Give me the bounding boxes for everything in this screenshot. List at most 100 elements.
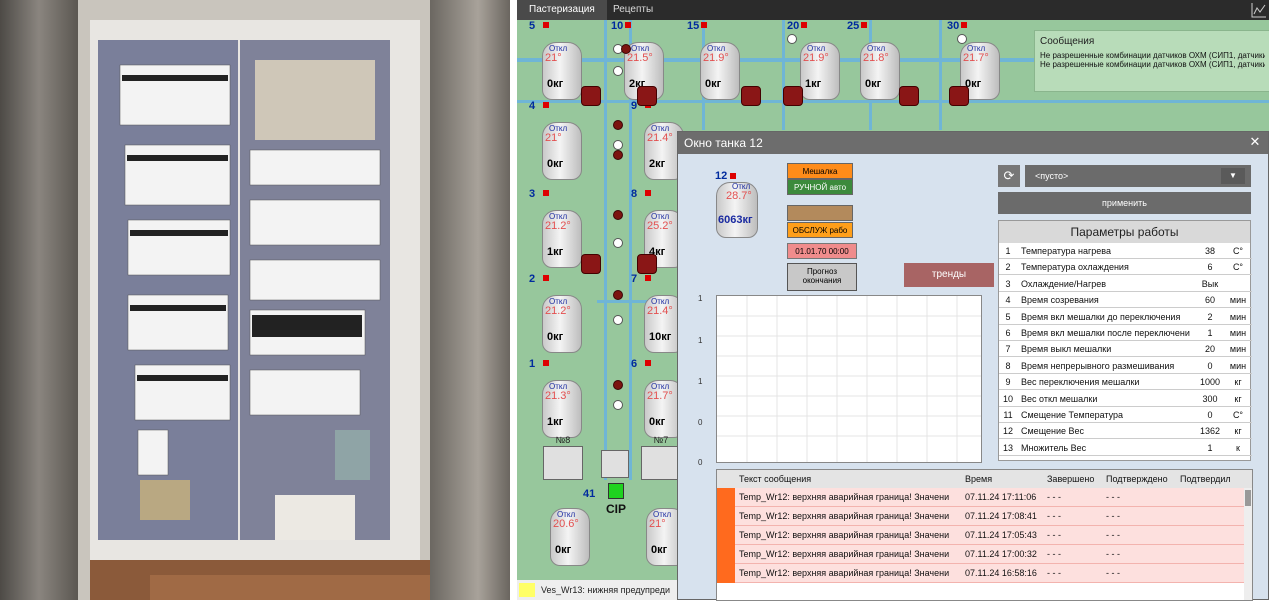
recipe-select[interactable]: <пусто> ▼ <box>1025 165 1251 187</box>
apply-button[interactable]: применить <box>998 192 1251 214</box>
close-icon[interactable]: ✕ <box>1249 134 1261 149</box>
pump[interactable] <box>637 254 657 274</box>
alarm-row[interactable]: Temp_Wr12: верхняя аварийная граница! Зн… <box>717 507 1252 526</box>
parameter-value[interactable]: 6 <box>1207 262 1213 273</box>
alarm-row[interactable]: Temp_Wr12: верхняя аварийная граница! Зн… <box>717 488 1252 507</box>
cip-indicator[interactable] <box>608 483 624 499</box>
pump[interactable] <box>899 86 919 106</box>
alarm-table: Текст сообщения Время Завершено Подтверж… <box>716 469 1253 601</box>
valve[interactable] <box>613 140 623 150</box>
pump[interactable] <box>741 86 761 106</box>
message-line: Не разрешенные комбинации датчиков ОХМ (… <box>1040 60 1265 69</box>
valve[interactable] <box>613 150 623 160</box>
parameter-number: 2 <box>1005 262 1011 273</box>
valve[interactable] <box>613 238 623 248</box>
parameter-number: 1 <box>1005 246 1011 256</box>
valve[interactable] <box>613 210 623 220</box>
alarm-acknowledged: - - - <box>1106 492 1120 502</box>
alarm-acknowledged: - - - <box>1106 530 1120 540</box>
valve[interactable] <box>613 120 623 130</box>
status-button[interactable] <box>787 205 853 221</box>
bottom-status-message[interactable]: Ves_Wr13: нижняя предупреди <box>517 580 677 600</box>
alarm-header: Текст сообщения Время Завершено Подтверж… <box>717 470 1252 488</box>
alarm-flag-icon <box>717 507 735 526</box>
station-8[interactable]: №8 <box>543 435 583 480</box>
pump[interactable] <box>581 254 601 274</box>
parameter-value[interactable]: Вык <box>1201 278 1219 289</box>
pump[interactable] <box>783 86 803 106</box>
trends-button[interactable]: тренды <box>904 263 994 287</box>
parameter-value[interactable]: 300 <box>1202 393 1218 404</box>
scrollbar[interactable] <box>1244 488 1252 600</box>
tab-recipes[interactable]: Рецепты <box>613 4 654 15</box>
parameter-value[interactable]: 1 <box>1207 442 1213 453</box>
refresh-icon[interactable]: ⟳ <box>998 165 1020 187</box>
column-header[interactable]: Подтвердил <box>1180 474 1231 484</box>
alarm-row[interactable]: Temp_Wr12: верхняя аварийная граница! Зн… <box>717 564 1252 583</box>
mixer-button[interactable]: Мешалка <box>787 163 853 179</box>
alarm-completed: - - - <box>1047 549 1061 559</box>
valve[interactable] <box>613 290 623 300</box>
column-header[interactable]: Подтверждено <box>1106 474 1168 484</box>
parameter-unit: мин <box>1229 360 1247 371</box>
column-header[interactable]: Время <box>965 474 993 484</box>
valve[interactable] <box>613 315 623 325</box>
parameter-value[interactable]: 38 <box>1204 246 1215 256</box>
valve[interactable] <box>621 44 631 54</box>
parameter-unit: к <box>1236 442 1240 453</box>
station-middle[interactable] <box>601 450 629 478</box>
datetime-field[interactable]: 01.01.70 00:00 <box>787 243 857 259</box>
parameter-value[interactable]: 2 <box>1207 311 1213 322</box>
alarm-row[interactable]: Temp_Wr12: верхняя аварийная граница! Зн… <box>717 545 1252 564</box>
parameter-value[interactable]: 20 <box>1204 344 1215 355</box>
pump[interactable] <box>581 86 601 106</box>
valve[interactable] <box>613 66 623 76</box>
alarm-completed: - - - <box>1047 568 1061 578</box>
parameter-value[interactable]: 1000 <box>1199 377 1221 388</box>
chevron-down-icon[interactable]: ▼ <box>1221 168 1245 184</box>
y-tick: 1 <box>698 336 703 345</box>
parameter-unit: мин <box>1229 295 1247 306</box>
pump[interactable] <box>949 86 969 106</box>
parameter-value[interactable]: 60 <box>1204 295 1215 306</box>
column-header[interactable]: Завершено <box>1047 474 1095 484</box>
pump[interactable] <box>637 86 657 106</box>
column-header[interactable]: Текст сообщения <box>739 474 812 484</box>
mode-button[interactable]: РУЧНОЙ авто <box>787 179 853 195</box>
valve[interactable] <box>613 380 623 390</box>
valve[interactable] <box>957 34 967 44</box>
service-button[interactable]: ОБСЛУЖ рабо <box>787 222 853 238</box>
parameter-value[interactable]: 0 <box>1207 410 1213 420</box>
parameter-value[interactable]: 1 <box>1207 328 1213 338</box>
tab-pasteurization[interactable]: Пастеризация <box>517 0 607 20</box>
trend-chart-icon[interactable] <box>1251 2 1267 18</box>
valve[interactable] <box>787 34 797 44</box>
station-7[interactable]: №7 <box>641 435 681 480</box>
valve[interactable] <box>613 400 623 410</box>
parameter-value[interactable]: 1362 <box>1199 426 1221 437</box>
parameter-value[interactable]: 0 <box>1207 360 1213 371</box>
alarm-row[interactable]: Temp_Wr12: верхняя аварийная граница! Зн… <box>717 526 1252 545</box>
